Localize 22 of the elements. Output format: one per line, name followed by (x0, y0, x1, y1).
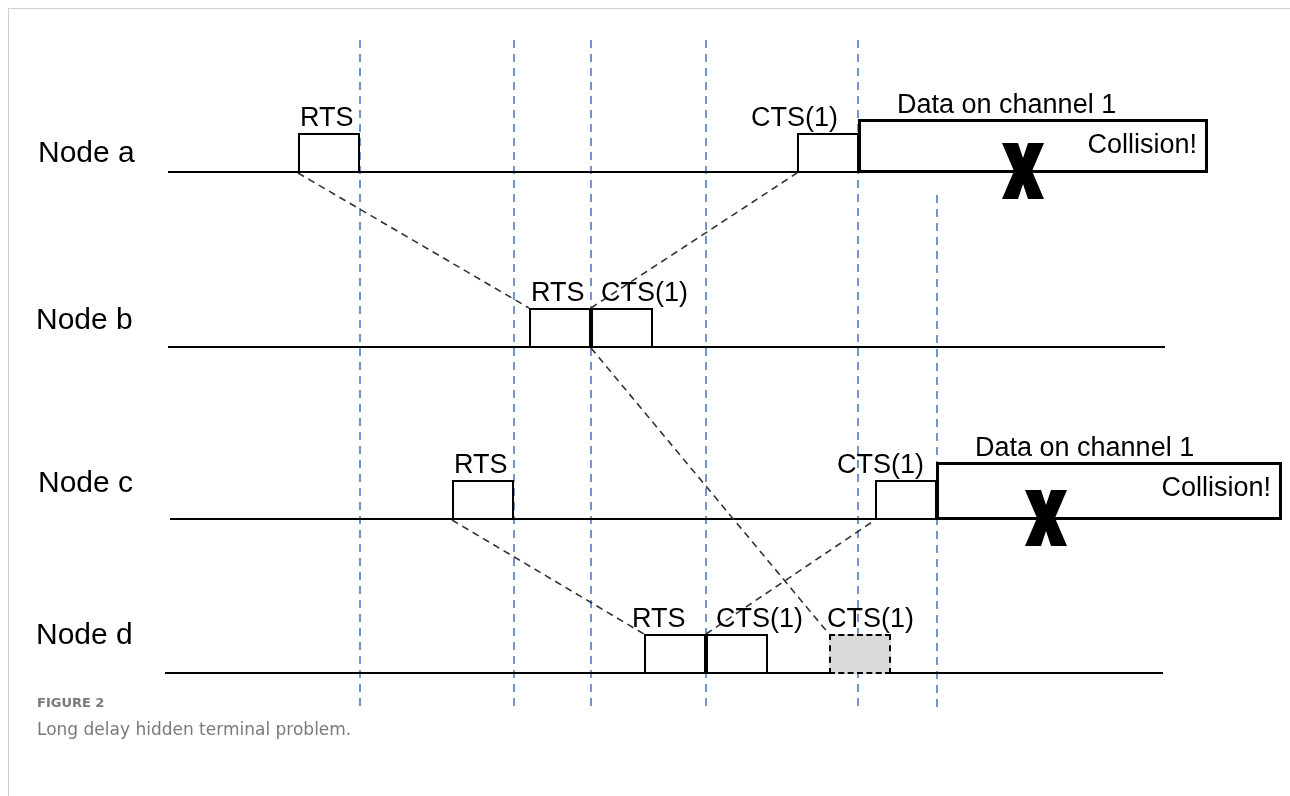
signal-path-line (451, 519, 645, 635)
signal-path-line (297, 172, 530, 309)
packet-label: Data on channel 1 (897, 89, 1117, 119)
packet-label: RTS (300, 102, 354, 132)
packet-label: CTS(1) (716, 603, 803, 633)
figure-number: FIGURE 2 (37, 695, 105, 710)
node-name-label: Node d (36, 617, 133, 651)
packet-label: RTS (531, 277, 585, 307)
signal-path-line (590, 172, 798, 309)
packet-label: CTS(1) (827, 603, 914, 633)
packet-label: CTS(1) (601, 277, 688, 307)
collision-note: Collision! (1087, 128, 1197, 160)
collision-note: Collision! (1161, 471, 1271, 503)
node-name-label: Node a (38, 135, 135, 169)
figure-caption: Long delay hidden terminal problem. (37, 719, 352, 739)
packet-label: RTS (632, 603, 686, 633)
node-name-label: Node c (38, 465, 134, 499)
packet-label: CTS(1) (837, 449, 924, 479)
node-name-label: Node b (36, 302, 133, 336)
packet-label: Data on channel 1 (975, 432, 1195, 462)
packet-label: RTS (454, 449, 508, 479)
packet-label: CTS(1) (751, 102, 838, 132)
